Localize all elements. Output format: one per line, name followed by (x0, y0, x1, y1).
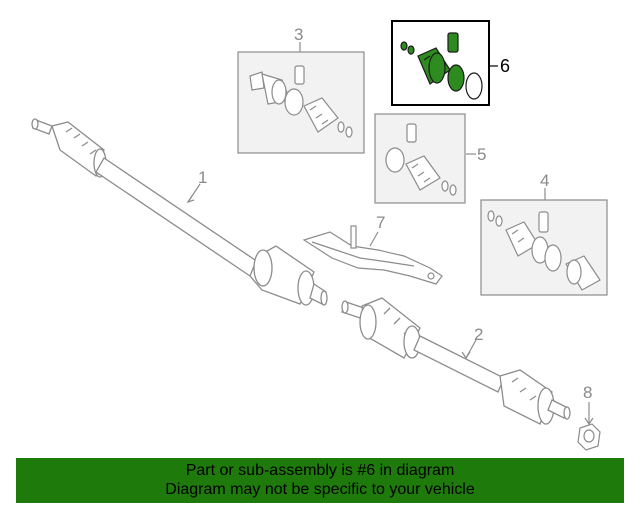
part-2-drive-shaft[interactable] (341, 297, 571, 425)
part-8-nut[interactable] (577, 423, 601, 451)
part-7-bracket[interactable] (302, 225, 443, 285)
callout-labels: 1 2 3 4 5 6 7 8 (198, 25, 592, 402)
info-banner: Part or sub-assembly is #6 in diagram Di… (16, 458, 624, 503)
leader-lines (186, 42, 594, 426)
part-1-drive-shaft[interactable] (31, 118, 328, 306)
banner-line-1: Part or sub-assembly is #6 in diagram (185, 462, 455, 479)
callout-7: 7 (376, 213, 385, 232)
part-4-joint-kit[interactable] (480, 199, 608, 296)
part-3-joint-kit[interactable] (237, 51, 365, 154)
callout-1: 1 (198, 168, 207, 187)
callout-5: 5 (477, 145, 486, 164)
callout-4: 4 (540, 171, 549, 190)
callout-2: 2 (474, 325, 483, 344)
callout-3: 3 (294, 25, 303, 44)
banner-line-2: Diagram may not be specific to your vehi… (165, 481, 475, 498)
part-5-boot-kit[interactable] (374, 113, 466, 204)
callout-6: 6 (500, 56, 510, 76)
part-6-highlighted-joint[interactable] (391, 20, 490, 106)
callout-8: 8 (583, 383, 592, 402)
